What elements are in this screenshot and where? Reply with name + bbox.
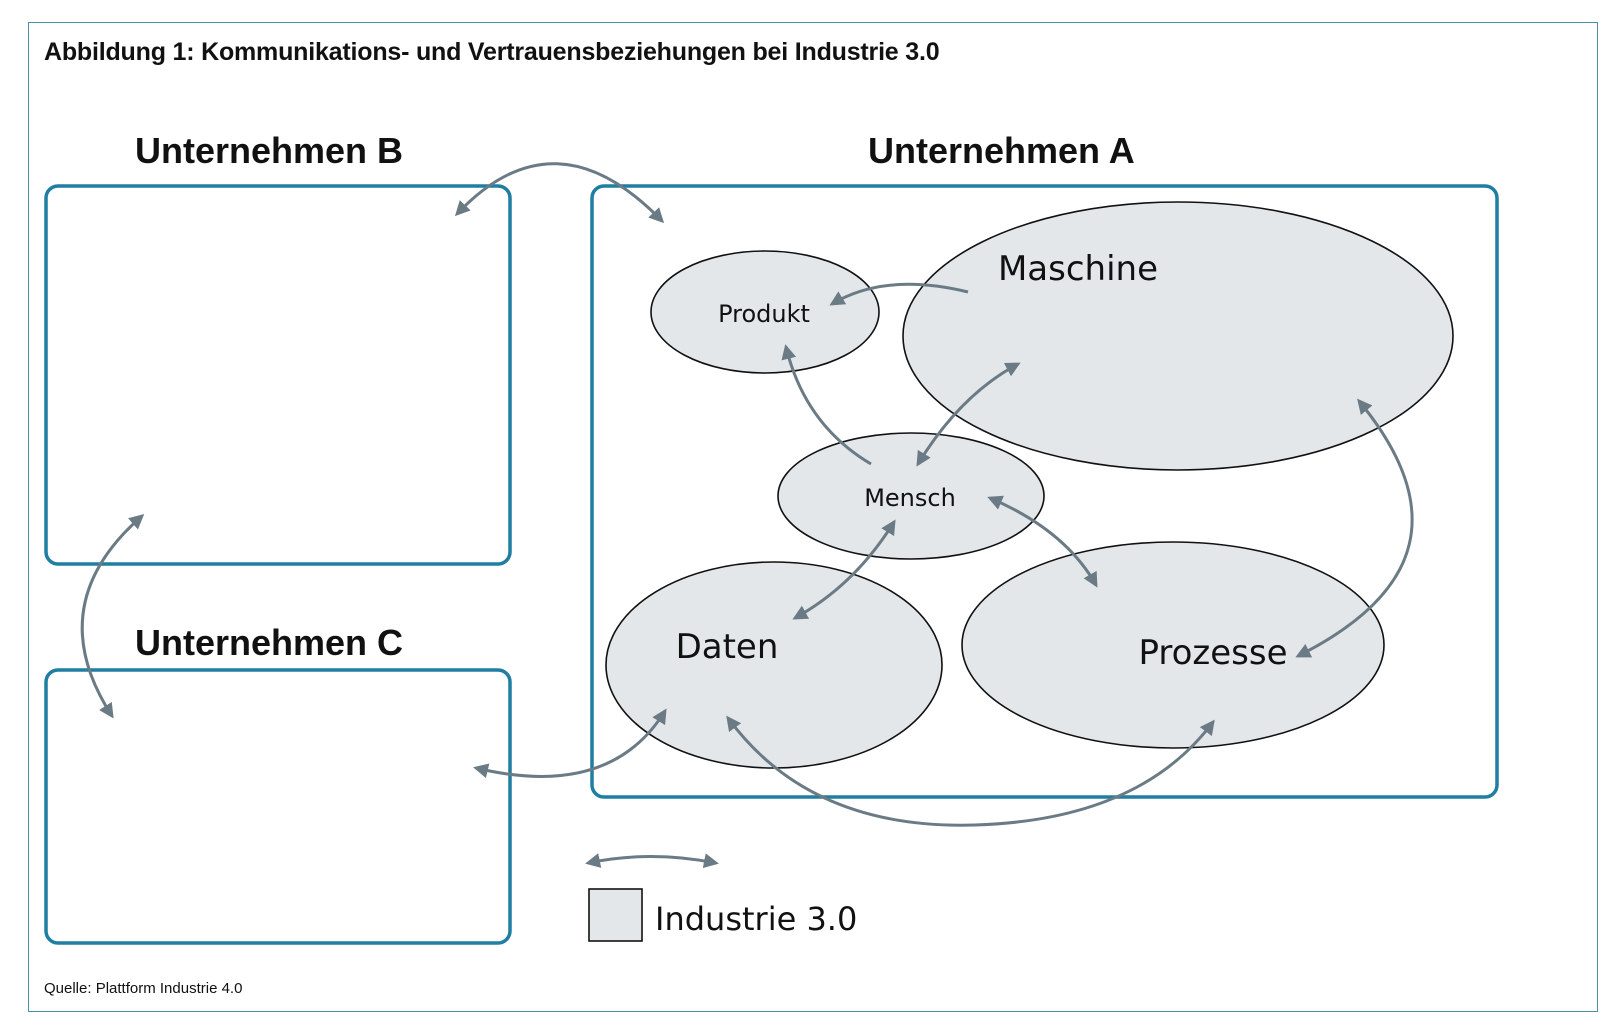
arrow-mensch-daten <box>792 519 896 620</box>
node-produkt <box>650 250 880 374</box>
node-daten-label: Daten <box>676 627 779 667</box>
legend-arrow <box>585 853 719 869</box>
company-a-label: Unternehmen A <box>868 130 1135 171</box>
arrow-c-daten <box>473 708 667 779</box>
legend-label: Industrie 3.0 <box>655 900 857 938</box>
arrow-mensch-produkt <box>781 344 872 466</box>
arrow-mensch-prozesse <box>987 495 1098 588</box>
legend-swatch <box>588 888 643 942</box>
company-c-label: Unternehmen C <box>135 622 403 663</box>
node-maschine <box>902 201 1454 471</box>
arrow-maschine-produkt <box>829 282 969 306</box>
arrow-maschine-prozesse <box>1295 398 1414 658</box>
company-a-box <box>590 184 1499 799</box>
node-produkt-label: Produkt <box>718 300 810 328</box>
node-maschine-label: Maschine <box>998 249 1158 289</box>
company-b-label: Unternehmen B <box>135 130 403 171</box>
arrow-mensch-maschine <box>916 362 1021 467</box>
company-b-box <box>44 184 512 566</box>
node-mensch-label: Mensch <box>864 484 956 512</box>
arrow-b-a <box>454 162 665 224</box>
figure-source: Quelle: Plattform Industrie 4.0 <box>44 980 243 997</box>
node-prozesse-label: Prozesse <box>1138 633 1287 673</box>
arrow-b-c <box>80 514 145 719</box>
company-c-box <box>44 668 512 945</box>
node-prozesse <box>961 541 1385 749</box>
figure-title: Abbildung 1: Kommunikations- und Vertrau… <box>44 38 940 66</box>
arrow-daten-prozesse <box>726 715 1215 827</box>
figure-frame <box>28 22 1598 1012</box>
